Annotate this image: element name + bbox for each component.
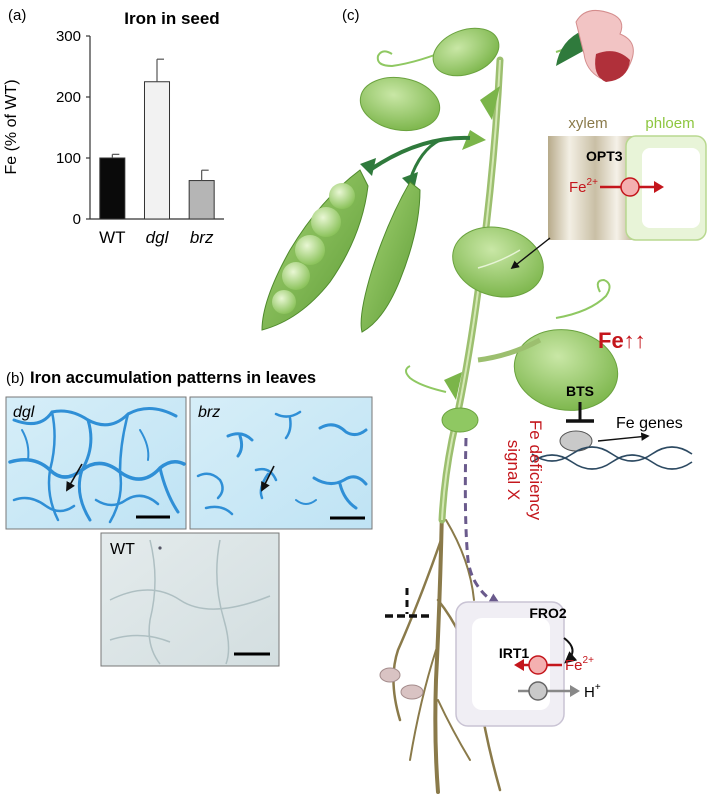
fe-high-label: Fe↑↑ (598, 328, 646, 353)
y-tick-label: 100 (56, 150, 81, 167)
fro2-label: FRO2 (529, 605, 567, 621)
leaf-image-dgl: dgl (5, 396, 187, 530)
peas (272, 183, 355, 314)
panel-c: (c) (261, 7, 707, 794)
panel-b-title: Iron accumulation patterns in leaves (30, 369, 316, 387)
root-nodule (379, 667, 401, 683)
image-label-wt: WT (110, 541, 135, 558)
x-tick-label: dgl (146, 228, 170, 247)
irt1-transporter (528, 655, 548, 675)
leaf-opt3 (452, 226, 544, 298)
svg-text:Fe deficiency: Fe deficiency (526, 420, 545, 521)
bar-WT (99, 157, 126, 220)
stain-veins-dgl (8, 407, 186, 524)
fe-ion-label: Fe2+ (569, 177, 598, 196)
root-fe-label: Fe2+ (565, 655, 594, 674)
opt3-arrow (654, 181, 664, 193)
opt3-label: OPT3 (586, 148, 623, 164)
proton-arrow (570, 685, 580, 697)
x-tick-label: WT (99, 228, 125, 247)
leaf (432, 27, 500, 77)
y-tick-label: 300 (56, 28, 81, 45)
image-label-dgl: dgl (13, 404, 35, 421)
y-tick-label: 200 (56, 89, 81, 106)
xylem-phloem-inset: xylem phloem OPT3 Fe2+ (510, 115, 707, 270)
root-cell-inset: FRO2 IRT1 Fe2+ H+ (455, 601, 601, 727)
irt1-label: IRT1 (499, 645, 530, 661)
bars (99, 58, 215, 220)
panel-a-label: (a) (8, 7, 26, 24)
y-axis-label: Fe (% of WT) (3, 79, 20, 174)
leaf-bts (513, 329, 619, 411)
panel-b: (b) Iron accumulation patterns in leaves… (5, 369, 373, 667)
bar-dgl (143, 81, 171, 220)
signal-x-label: Fe deficiency signal X (504, 420, 545, 521)
xylem-label: xylem (568, 115, 607, 132)
leaf-image-brz: brz (189, 396, 373, 530)
flower (556, 9, 634, 82)
panel-a-chart: (a) Iron in seed Fe (% of WT) 0 100 200 300… (3, 7, 224, 247)
image-label-brz: brz (198, 404, 220, 421)
phloem-label: phloem (645, 115, 694, 132)
stain-veins-brz (196, 410, 368, 516)
y-ticks: 0 100 200 300 (56, 28, 90, 228)
fro2-arrow (563, 637, 578, 664)
pea-pod-closed (360, 181, 421, 333)
proton-label: H+ (584, 682, 601, 701)
fe-genes-label: Fe genes (616, 415, 683, 432)
chart-title: Iron in seed (124, 9, 219, 28)
leaf (359, 76, 441, 132)
y-tick-label: 0 (73, 211, 81, 228)
signal-arrow (463, 437, 503, 608)
svg-text:signal X: signal X (504, 440, 523, 500)
irt1-arrow (514, 659, 524, 671)
bts-label: BTS (566, 383, 594, 399)
opt3-transporter (620, 177, 640, 197)
leaf-image-wt: WT (100, 532, 280, 667)
bar-brz (188, 180, 215, 220)
panel-b-label: (b) (6, 370, 24, 387)
veins-wt (109, 539, 271, 665)
dna (531, 446, 693, 470)
root-nodule (400, 684, 424, 700)
x-tick-label: brz (190, 228, 214, 247)
x-tick-labels: WT dgl brz (99, 228, 214, 247)
panel-c-label: (c) (342, 7, 360, 24)
proton-pump (528, 681, 548, 701)
